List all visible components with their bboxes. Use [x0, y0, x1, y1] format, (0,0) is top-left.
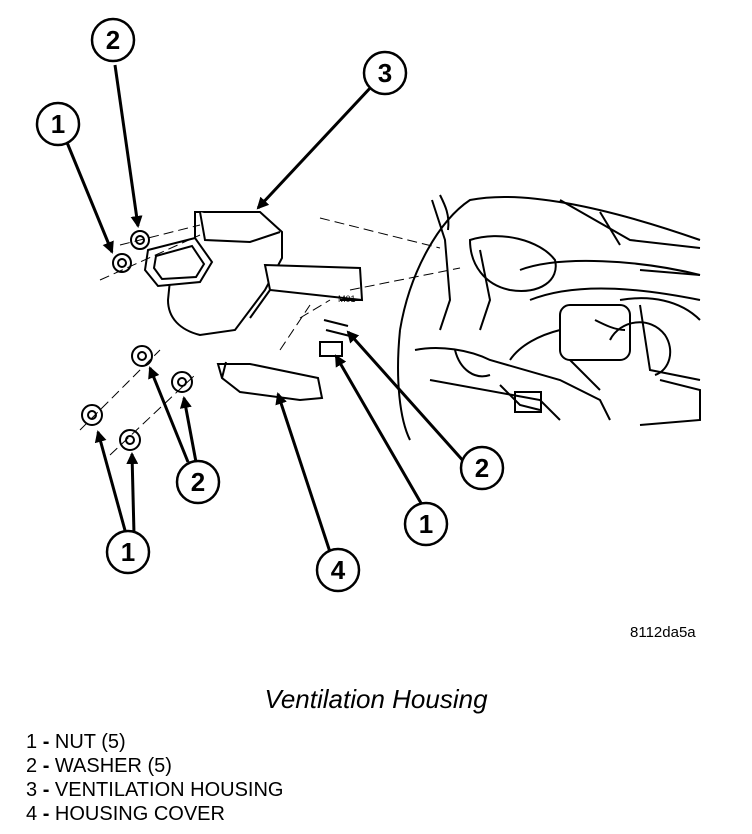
legend-number: 2: [26, 755, 38, 777]
legend-item: 1 - NUT (5): [26, 730, 283, 754]
legend-separator: -: [42, 779, 50, 801]
ventilation-housing: M01: [143, 211, 364, 337]
figure-id: 8112da5a: [630, 624, 696, 641]
callout-number: 3: [378, 58, 392, 88]
callout-circle: [175, 459, 221, 505]
legend-separator: -: [42, 803, 50, 825]
callout-number: 1: [51, 109, 65, 139]
callout-number: 2: [475, 453, 489, 483]
callout-labels: 1 2 3 2 1 2 1 4: [51, 25, 489, 585]
callout-number: 2: [191, 467, 205, 497]
callout-circle: [90, 17, 136, 63]
legend-item: 3 - VENTILATION HOUSING: [26, 778, 283, 802]
exploded-parts-diagram: M01: [35, 17, 701, 593]
callout-number: 1: [419, 509, 433, 539]
callout-number: 1: [121, 537, 135, 567]
parts-legend: 1 - NUT (5) 2 - WASHER (5) 3 - VENTILATI…: [26, 730, 283, 826]
callout-circle: [459, 445, 505, 491]
fasteners-left: [81, 230, 193, 451]
legend-number: 4: [26, 803, 38, 825]
legend-separator: -: [42, 731, 50, 753]
callout-circle: [315, 547, 361, 593]
housing-cover: [216, 361, 324, 402]
svg-text:M01: M01: [338, 294, 356, 304]
legend-separator: -: [42, 755, 50, 777]
callout-number: 4: [331, 555, 346, 585]
legend-text: WASHER (5): [54, 755, 172, 777]
figure-caption: Ventilation Housing: [264, 684, 488, 714]
legend-item: 2 - WASHER (5): [26, 754, 283, 778]
legend-text: NUT (5): [54, 731, 126, 753]
engine-compartment: [397, 194, 701, 441]
callout-circle: [35, 101, 81, 147]
callout-circle: [105, 529, 151, 575]
legend-number: 3: [26, 779, 38, 801]
callout-number: 2: [106, 25, 120, 55]
callout-circle: [403, 501, 449, 547]
legend-number: 1: [26, 731, 38, 753]
legend-text: VENTILATION HOUSING: [54, 779, 284, 801]
callout-arrows: [64, 64, 468, 553]
alignment-lines: [79, 217, 461, 456]
legend-text: HOUSING COVER: [54, 803, 225, 825]
legend-item: 4 - HOUSING COVER: [26, 802, 283, 826]
clip-parts: [319, 319, 351, 357]
callout-circle: [362, 50, 408, 96]
callout-circles: [35, 17, 505, 593]
